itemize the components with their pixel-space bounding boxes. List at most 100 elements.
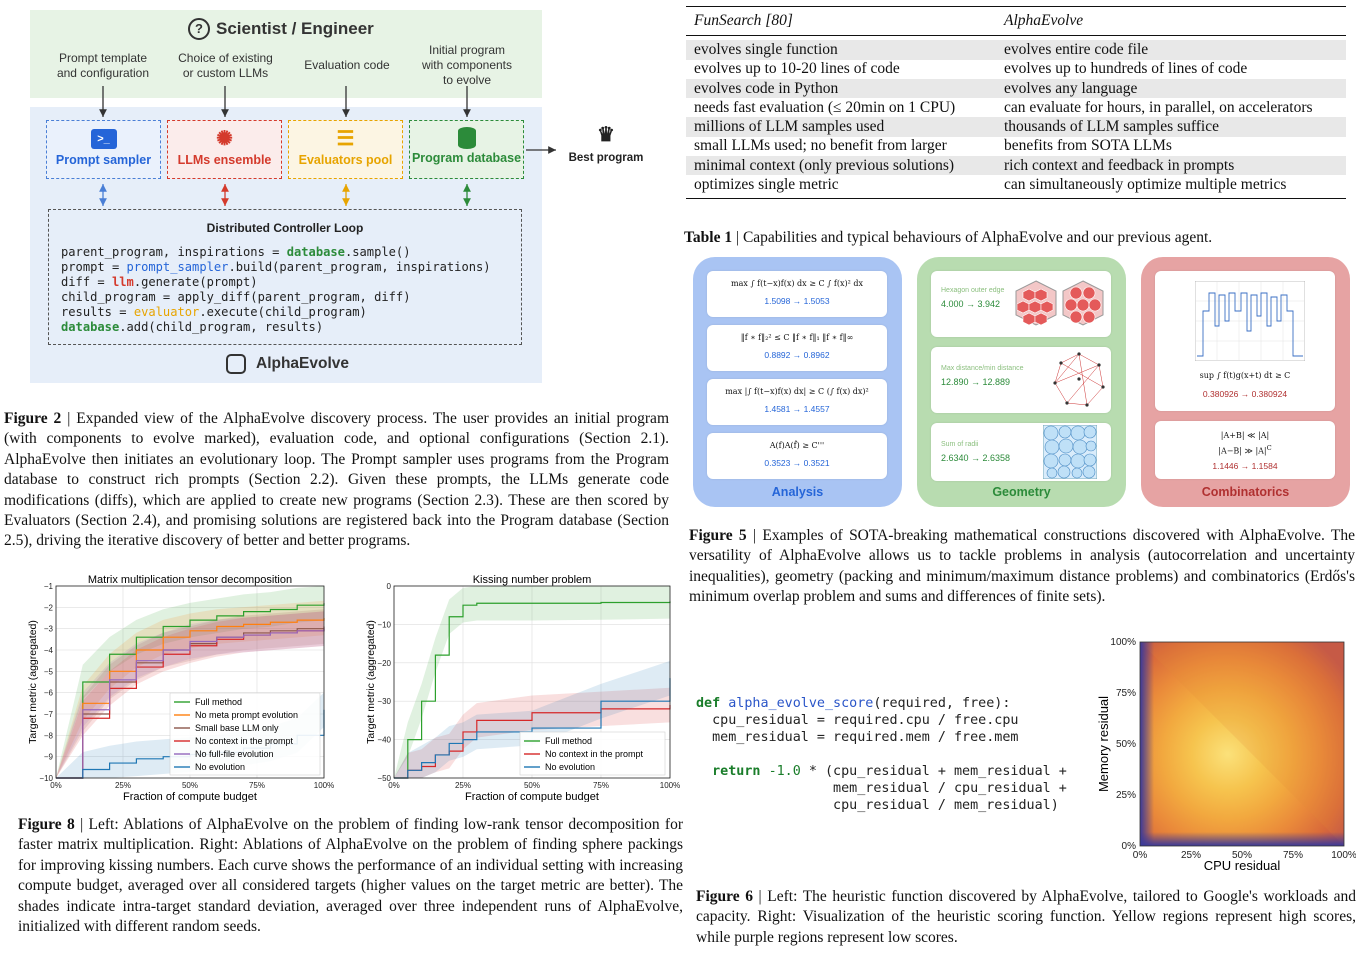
y-tick-label: −30	[377, 697, 391, 706]
x-tick-label: 75%	[593, 781, 609, 790]
std-shade	[56, 600, 324, 778]
alphaevolve-cell: can evaluate for hours, in parallel, on …	[1004, 98, 1313, 116]
figure-6-text: | Left: The heuristic function discovere…	[696, 888, 1356, 946]
plot-frame	[55, 585, 325, 779]
legend-entry: No full-file evolution	[195, 749, 274, 759]
evaluators-pool-box: ☰ Evaluators pool	[288, 120, 403, 179]
chart-title: Matrix multiplication tensor decompositi…	[88, 574, 292, 586]
y-tick-label: −50	[377, 774, 391, 783]
series-line	[56, 628, 325, 779]
figure-2-label: Figure 2	[4, 410, 62, 427]
x-axis-label: Fraction of compute budget	[465, 791, 599, 802]
best-program: ♛ Best program	[566, 124, 646, 164]
figure-6-caption: Figure 6 | Left: The heuristic function …	[696, 887, 1356, 948]
diagram-arrows	[99, 86, 556, 206]
llms-ensemble-box: ✺ LLMs ensemble	[167, 120, 282, 179]
brain-icon: ✺	[216, 128, 233, 150]
x-tick-label: 25%	[115, 781, 131, 790]
analysis-card-4: A(f)A(f̂) ≥ C''' 0.3523 → 0.3521	[707, 433, 887, 479]
alphaevolve-cell: benefits from SOTA LLMs	[1004, 137, 1172, 155]
geometry-card-1: Hexagon outer edge 4.000 → 3.942	[931, 271, 1111, 337]
alphaevolve-cell: evolves entire code file	[996, 40, 1346, 60]
table-row: needs fast evaluation (≤ 20min on 1 CPU)…	[686, 98, 1346, 117]
formula-6: |A+B| ≪ |A||A−B| ≫ |A|C	[1218, 431, 1272, 456]
prompt-sampler-label: Prompt sampler	[55, 153, 152, 167]
x-tick-label: 75%	[249, 781, 265, 790]
legend-entry: No context in the prompt	[195, 736, 294, 746]
formula-4: A(f)A(f̂) ≥ C'''	[769, 441, 825, 450]
heatmap-ytick: 0%	[1122, 841, 1137, 852]
combinatorics-card-2: |A+B| ≪ |A||A−B| ≫ |A|C 1.1446 → 1.1584	[1155, 421, 1335, 479]
legend-entry: Full method	[195, 697, 242, 707]
legend-entry: Small base LLM only	[195, 723, 279, 733]
loop-code: parent_program, inspirations = database.…	[61, 245, 491, 334]
person-question-icon: ?	[188, 18, 210, 40]
alphaevolve-brand: AlphaEvolve	[226, 354, 349, 374]
funsearch-cell: evolves code in Python	[686, 78, 996, 99]
signal-icon: ☰	[336, 128, 355, 150]
x-tick-label: 100%	[314, 781, 334, 790]
geometry-panel: Hexagon outer edge 4.000 → 3.942 Max dis…	[917, 257, 1126, 507]
code-line: cpu_residual = required.cpu / free.cpu	[712, 713, 1019, 728]
code-line: cpu_residual / mem_residual)	[833, 798, 1059, 813]
heatmap-xtick: 25%	[1181, 850, 1201, 861]
point-configuration-image	[1053, 352, 1105, 407]
figure-2-caption: Figure 2 | Expanded view of the AlphaEvo…	[4, 409, 669, 552]
table-header-alphaevolve: AlphaEvolve	[1004, 11, 1084, 29]
llms-ensemble-label: LLMs ensemble	[177, 153, 272, 167]
figure-5-caption: Figure 5 | Examples of SOTA-breaking mat…	[689, 526, 1355, 608]
y-tick-label: −9	[44, 753, 54, 762]
geometry-value-2: 12.890 → 12.889	[941, 377, 1011, 387]
heatmap-xtick: 100%	[1331, 850, 1356, 861]
y-tick-label: −20	[377, 659, 391, 668]
heatmap-ytick: 100%	[1110, 637, 1136, 648]
x-tick-label: 0%	[388, 781, 400, 790]
series-line	[394, 678, 671, 779]
analysis-card-3: max |∫ f(t−x)f(x) dx| ≥ C (∫ f(x) dx)² 1…	[707, 379, 887, 425]
funsearch-cell: evolves single function	[686, 40, 996, 60]
input-prompt-template: Prompt template and configuration	[56, 51, 150, 80]
database-icon	[457, 127, 476, 149]
combinatorics-value-1: 0.380926 → 0.380924	[1202, 389, 1288, 399]
heatmap-xtick: 75%	[1283, 850, 1303, 861]
y-tick-label: −8	[44, 731, 54, 740]
legend-box	[519, 731, 666, 776]
y-tick-label: −10	[39, 774, 53, 783]
analysis-value-3: 1.4581 → 1.4557	[764, 404, 830, 414]
analysis-value-1: 1.5098 → 1.5053	[764, 296, 830, 306]
x-tick-label: 100%	[660, 781, 680, 790]
figure-8-caption: Figure 8 | Left: Ablations of AlphaEvolv…	[18, 815, 683, 937]
code-line: mem_residual / cpu_residual +	[833, 781, 1067, 796]
controller-loop-box: Distributed Controller Loop parent_progr…	[48, 209, 522, 345]
heuristic-heatmap: 0%25%50%75%100%0%25%50%75%100% CPU resid…	[1096, 637, 1356, 872]
legend-entry: No meta prompt evolution	[195, 710, 298, 720]
hexagon-packing-image	[1015, 280, 1104, 326]
y-tick-label: −4	[44, 646, 54, 655]
circle-packing-image	[1043, 425, 1097, 479]
x-tick-label: 25%	[455, 781, 471, 790]
formula-2: ‖f ∗ f‖₂² ≤ C ‖f ∗ f‖₁ ‖f ∗ f‖∞	[740, 333, 854, 342]
analysis-value-4: 0.3523 → 0.3521	[764, 458, 830, 468]
y-tick-label: −2	[44, 603, 54, 612]
alphaevolve-cell: evolves any language	[996, 78, 1346, 99]
terminal-icon: >_	[90, 129, 117, 149]
table-header-funsearch: FunSearch [80]	[694, 11, 793, 29]
combinatorics-panel: sup ∫ f(t)g(x+t) dt ≥ C 0.380926 → 0.380…	[1141, 257, 1350, 507]
std-shade	[56, 611, 324, 778]
y-tick-label: 0	[387, 582, 392, 591]
y-tick-label: −1	[44, 582, 54, 591]
figure-5-label: Figure 5	[689, 527, 747, 544]
geometry-value-3: 2.6340 → 2.6358	[941, 453, 1011, 463]
tensor-decomposition-chart: 0%25%50%75%100%−1−2−3−4−5−6−7−8−9−10Matr…	[27, 574, 334, 802]
geometry-label: Geometry	[992, 485, 1051, 499]
crown-icon: ♛	[597, 124, 615, 146]
heatmap-ylabel: Memory residual	[1096, 696, 1111, 792]
program-database-label: Program database	[411, 151, 522, 165]
prompt-sampler-box: >_ Prompt sampler	[46, 120, 161, 179]
